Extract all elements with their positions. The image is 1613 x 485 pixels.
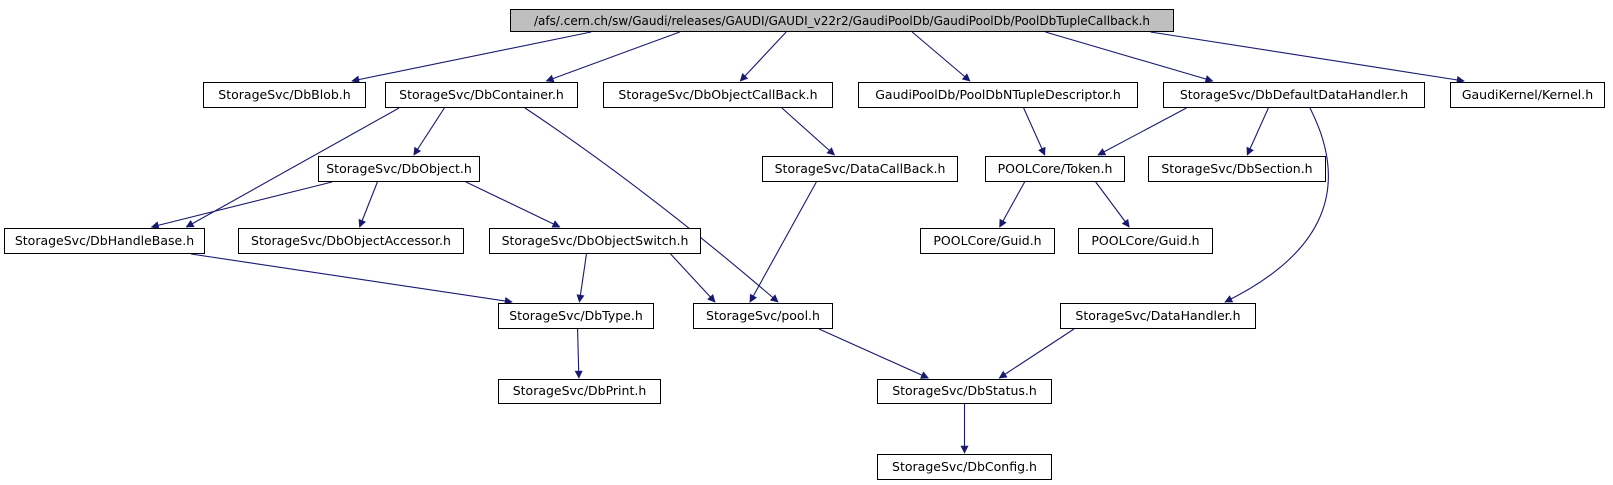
edge-dbcontainer-to-dbobject bbox=[413, 107, 445, 156]
edge-dbobject-to-dbobjectaccessor bbox=[358, 181, 378, 228]
edge-dbobjectswitch-to-pool bbox=[670, 253, 716, 303]
edge-root-to-dbcontainer bbox=[545, 31, 680, 83]
edge-datahandler-to-dbstatus bbox=[998, 328, 1075, 379]
edge-dbcontainer-to-pool bbox=[524, 107, 779, 303]
edge-token-to-guid2 bbox=[1095, 181, 1130, 228]
edge-root-to-dbobjectcallback bbox=[739, 31, 787, 82]
edge-dbcontainer-to-dbhandlebase bbox=[185, 107, 400, 228]
graph-node-guid1[interactable]: POOLCore/Guid.h bbox=[920, 228, 1055, 254]
edge-dbdefaultdatahandler-to-dbsection bbox=[1246, 107, 1269, 156]
edge-dbhandlebase-to-dbtype bbox=[190, 253, 513, 305]
edge-token-to-guid1 bbox=[999, 181, 1026, 228]
edge-dbobject-to-dbobjectswitch bbox=[465, 181, 561, 228]
edge-datacallback-to-pool bbox=[749, 181, 817, 303]
graph-node-dbcontainer[interactable]: StorageSvc/DbContainer.h bbox=[385, 82, 578, 108]
graph-root-node-root: /afs/.cern.ch/sw/Gaudi/releases/GAUDI/GA… bbox=[510, 9, 1174, 32]
graph-node-dbprint[interactable]: StorageSvc/DbPrint.h bbox=[498, 379, 661, 404]
edge-dbobjectswitch-to-dbtype bbox=[576, 253, 587, 303]
graph-node-dbobjectswitch[interactable]: StorageSvc/DbObjectSwitch.h bbox=[489, 228, 701, 254]
graph-node-guid2[interactable]: POOLCore/Guid.h bbox=[1078, 228, 1213, 254]
graph-node-pooldbntupledescriptor[interactable]: GaudiPoolDb/PoolDbNTupleDescriptor.h bbox=[858, 82, 1138, 108]
edge-dbobject-to-dbhandlebase bbox=[150, 181, 333, 230]
edge-root-to-pooldbntupledescriptor bbox=[911, 31, 971, 82]
edge-pooldbntupledescriptor-to-token bbox=[1023, 107, 1046, 156]
edge-root-to-dbdefaultdatahandler bbox=[1045, 31, 1214, 83]
graph-node-kernel[interactable]: GaudiKernel/Kernel.h bbox=[1450, 82, 1605, 108]
graph-node-dbtype[interactable]: StorageSvc/DbType.h bbox=[498, 303, 654, 329]
graph-node-datacallback[interactable]: StorageSvc/DataCallBack.h bbox=[762, 156, 958, 182]
edge-dbdefaultdatahandler-to-datahandler bbox=[1224, 107, 1329, 303]
graph-node-dbstatus[interactable]: StorageSvc/DbStatus.h bbox=[877, 379, 1052, 404]
graph-node-dbconfig[interactable]: StorageSvc/DbConfig.h bbox=[877, 454, 1052, 480]
graph-node-dbblob[interactable]: StorageSvc/DbBlob.h bbox=[203, 82, 366, 108]
edge-pool-to-dbstatus bbox=[818, 328, 929, 379]
graph-node-dbobjectaccessor[interactable]: StorageSvc/DbObjectAccessor.h bbox=[238, 228, 464, 254]
graph-node-token[interactable]: POOLCore/Token.h bbox=[985, 156, 1125, 182]
edge-dbtype-to-dbprint bbox=[574, 328, 583, 379]
graph-node-pool[interactable]: StorageSvc/pool.h bbox=[693, 303, 833, 329]
graph-node-datahandler[interactable]: StorageSvc/DataHandler.h bbox=[1060, 303, 1256, 329]
edge-dbobjectcallback-to-datacallback bbox=[781, 107, 836, 156]
edge-root-to-kernel bbox=[1150, 31, 1465, 84]
edge-root-to-dbblob bbox=[351, 31, 592, 84]
graph-node-dbhandlebase[interactable]: StorageSvc/DbHandleBase.h bbox=[4, 228, 205, 254]
graph-node-dbobjectcallback[interactable]: StorageSvc/DbObjectCallBack.h bbox=[603, 82, 833, 108]
graph-node-dbsection[interactable]: StorageSvc/DbSection.h bbox=[1148, 156, 1326, 182]
edge-dbdefaultdatahandler-to-token bbox=[1097, 107, 1187, 156]
graph-node-dbobject[interactable]: StorageSvc/DbObject.h bbox=[318, 156, 480, 182]
graph-node-dbdefaultdatahandler[interactable]: StorageSvc/DbDefaultDataHandler.h bbox=[1163, 82, 1425, 108]
